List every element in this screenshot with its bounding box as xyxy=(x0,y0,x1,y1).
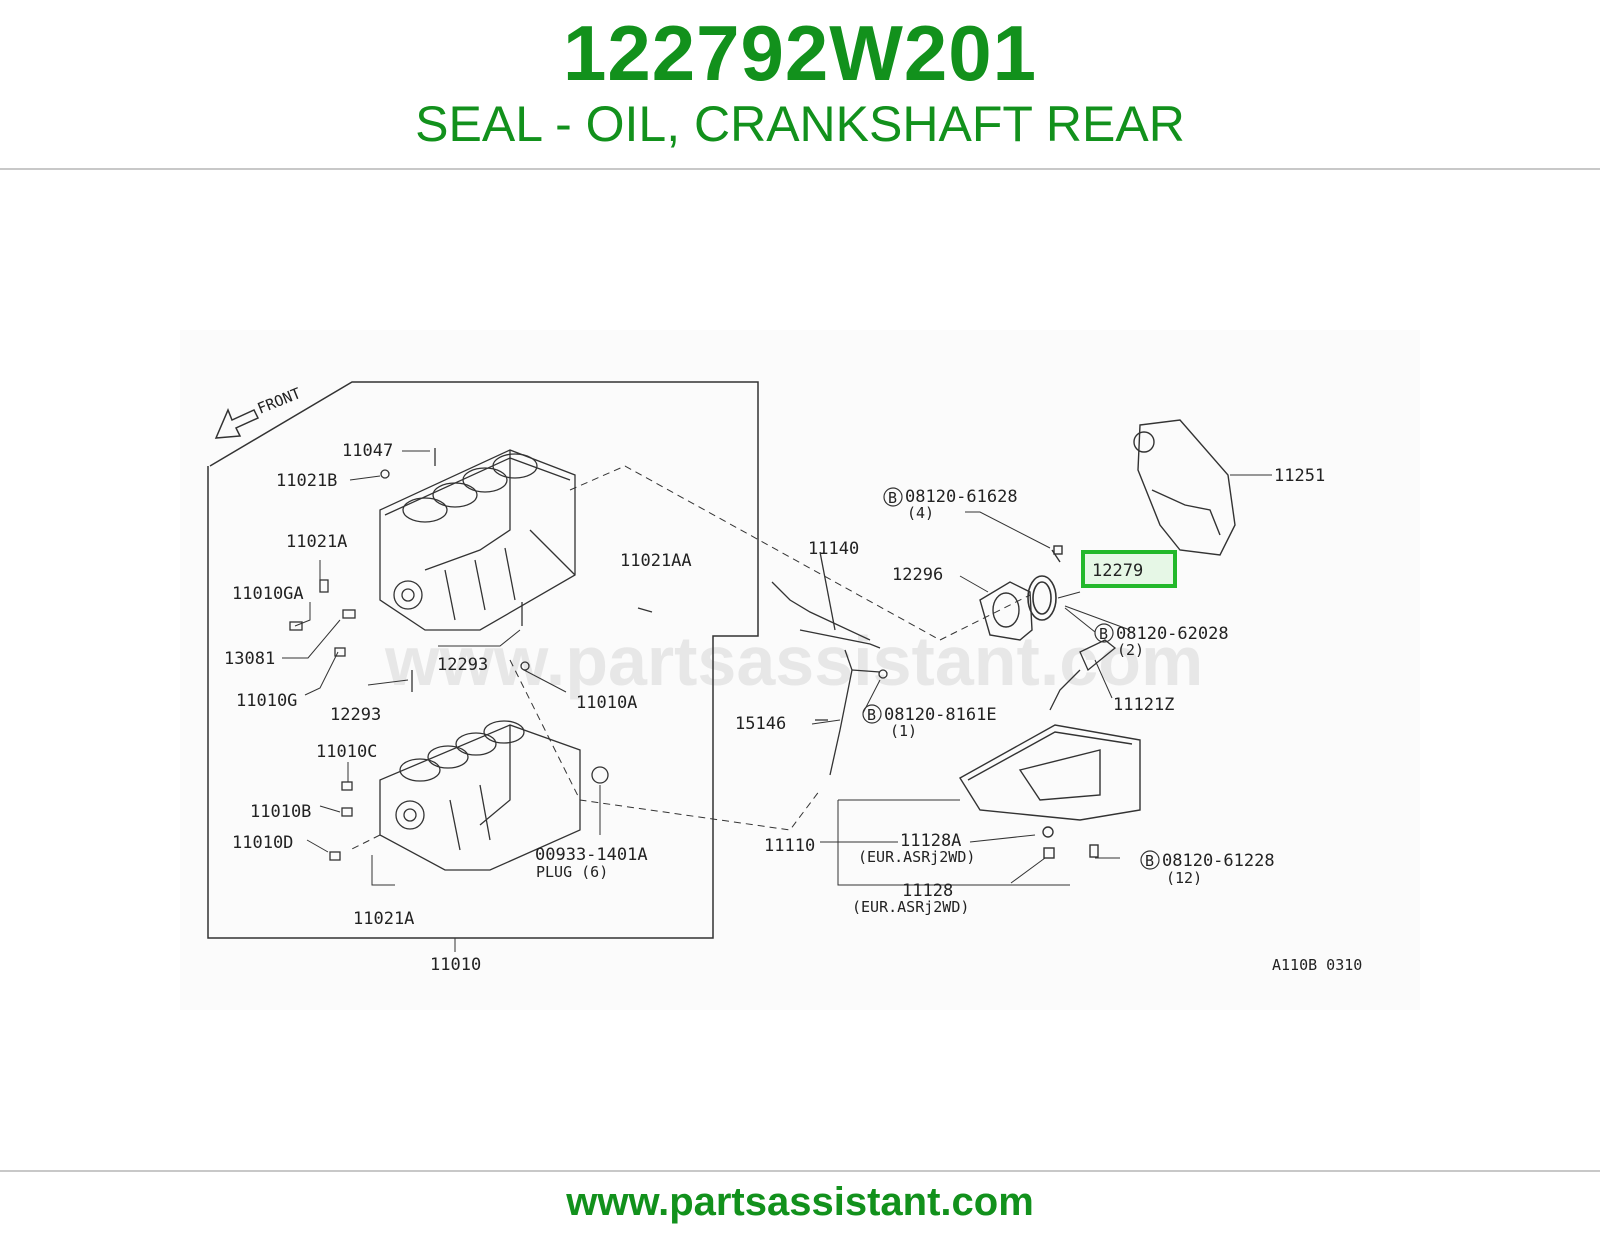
label-08120-8161E-qty: (1) xyxy=(890,722,917,740)
footer-url[interactable]: www.partsassistant.com xyxy=(566,1180,1034,1224)
oil-level-gauge xyxy=(771,551,888,776)
label-12293-a[interactable]: 12293 xyxy=(437,655,488,675)
label-08120-61228-qty: (12) xyxy=(1166,869,1202,887)
b-marker-61628: B xyxy=(883,487,903,507)
cylinder-block-upper xyxy=(379,449,576,631)
label-11010C[interactable]: 11010C xyxy=(316,742,377,762)
label-11010GA[interactable]: 11010GA xyxy=(232,584,304,604)
label-08120-61628[interactable]: 08120-61628 xyxy=(905,487,1018,507)
b-marker-62028: B xyxy=(1094,623,1114,643)
label-15146[interactable]: 15146 xyxy=(735,714,786,734)
crankshaft-rear-oil-seal xyxy=(1027,575,1057,621)
label-11010[interactable]: 11010 xyxy=(430,955,481,975)
rear-seal-retainer xyxy=(979,545,1063,641)
sealant-tube xyxy=(1049,639,1117,711)
label-11251[interactable]: 11251 xyxy=(1274,466,1325,486)
label-13081[interactable]: 13081 xyxy=(224,649,275,669)
label-08120-8161E[interactable]: 08120-8161E xyxy=(884,705,997,725)
label-11010B[interactable]: 11010B xyxy=(250,802,311,822)
label-12296[interactable]: 12296 xyxy=(892,565,943,585)
highlight-box[interactable] xyxy=(1081,550,1177,588)
part-number: 122792W201 xyxy=(562,9,1038,97)
label-11128-note: (EUR.ASRj2WD) xyxy=(852,898,969,916)
svg-text:B: B xyxy=(867,706,876,724)
label-plug: PLUG (6) xyxy=(536,863,608,881)
block-frame xyxy=(207,381,759,939)
cylinder-block-lower xyxy=(379,720,609,871)
label-08120-61628-qty: (4) xyxy=(907,504,934,522)
label-08120-61228[interactable]: 08120-61228 xyxy=(1162,851,1275,871)
label-11110[interactable]: 11110 xyxy=(764,836,815,856)
label-11010D[interactable]: 11010D xyxy=(232,833,293,853)
diagram-code: A110B 0310 xyxy=(1272,956,1362,974)
label-08120-62028-qty: (2) xyxy=(1117,641,1144,659)
label-11128A[interactable]: 11128A xyxy=(900,831,961,851)
label-00933-1401A[interactable]: 00933-1401A xyxy=(535,845,648,865)
label-11010G[interactable]: 11010G xyxy=(236,691,297,711)
label-11128[interactable]: 11128 xyxy=(902,881,953,901)
label-12293-b[interactable]: 12293 xyxy=(330,705,381,725)
label-11010A[interactable]: 11010A xyxy=(576,693,637,713)
label-11140[interactable]: 11140 xyxy=(808,539,859,559)
fastener-icons xyxy=(289,448,653,861)
label-11021A-top[interactable]: 11021A xyxy=(286,532,347,552)
page-header: 122792W201 SEAL - OIL, CRANKSHAFT REAR xyxy=(0,0,1600,170)
part-description: SEAL - OIL, CRANKSHAFT REAR xyxy=(415,96,1185,152)
label-11128A-note: (EUR.ASRj2WD) xyxy=(858,848,975,866)
b-marker-61228: B xyxy=(1140,850,1160,870)
svg-text:B: B xyxy=(888,489,897,507)
svg-text:B: B xyxy=(1099,625,1108,643)
label-11121Z[interactable]: 11121Z xyxy=(1113,695,1174,715)
leader-lines-block xyxy=(282,450,601,952)
front-arrow-icon xyxy=(214,408,260,439)
label-12279[interactable]: 12279 xyxy=(1092,561,1143,581)
label-11021B[interactable]: 11021B xyxy=(276,471,337,491)
header-divider xyxy=(0,168,1600,170)
label-11021A-bottom[interactable]: 11021A xyxy=(353,909,414,929)
label-11021AA[interactable]: 11021AA xyxy=(620,551,692,571)
label-11047[interactable]: 11047 xyxy=(342,441,393,461)
rear-plate xyxy=(1133,419,1236,556)
parts-diagram: www.partsassistant.com FRONT xyxy=(180,330,1420,1010)
oil-pan xyxy=(959,724,1141,859)
label-08120-62028[interactable]: 08120-62028 xyxy=(1116,624,1229,644)
b-marker-8161E: B xyxy=(862,704,882,724)
footer-divider xyxy=(0,1170,1600,1172)
watermark: www.partsassistant.com xyxy=(384,622,1203,700)
leader-12279 xyxy=(1057,591,1081,599)
leader-lines-right xyxy=(811,511,1131,886)
svg-text:B: B xyxy=(1145,852,1154,870)
